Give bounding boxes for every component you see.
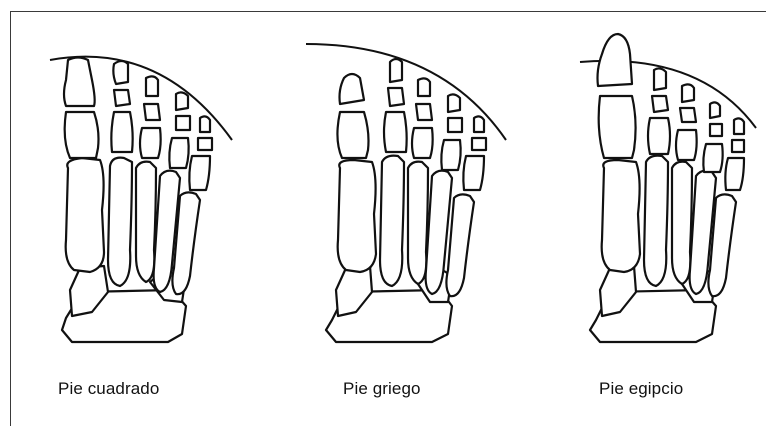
caption-egyptian-foot: Pie egipcio (599, 379, 683, 399)
square-foot-skeleton (50, 57, 232, 342)
caption-greek-foot: Pie griego (343, 379, 421, 399)
greek-foot-skeleton (306, 44, 506, 342)
egyptian-foot-skeleton (580, 34, 756, 342)
caption-square-foot: Pie cuadrado (58, 379, 159, 399)
